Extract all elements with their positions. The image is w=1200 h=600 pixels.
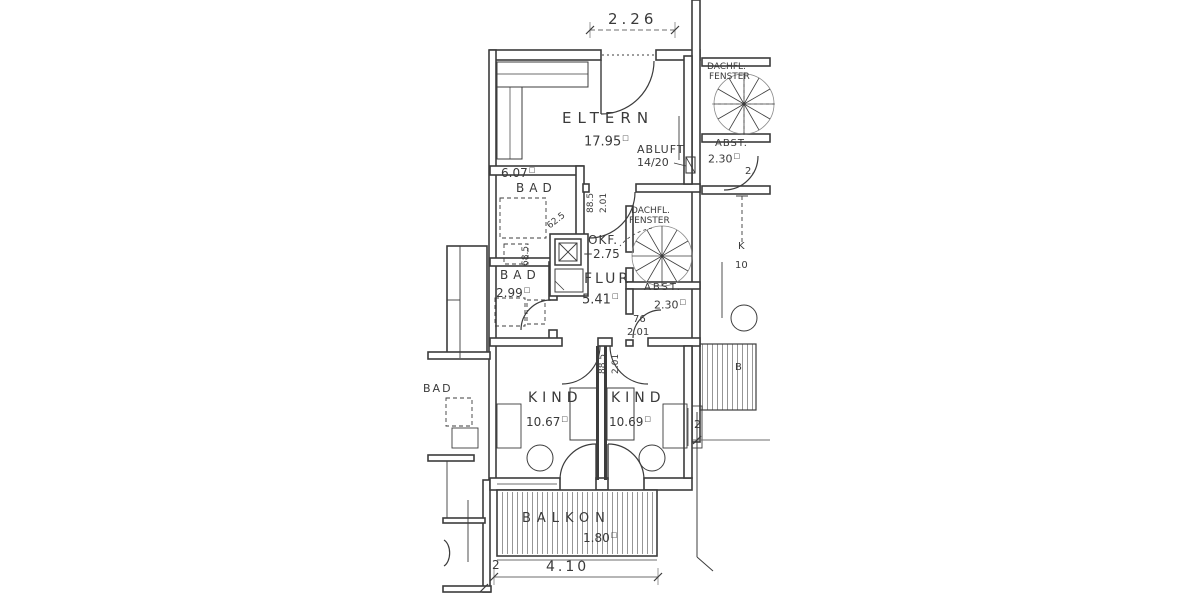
roof-window-label-line1: DACHFL. xyxy=(631,206,670,216)
room-kind-right-area: 10.69□ xyxy=(609,415,651,429)
room-kind-right-name: KIND xyxy=(611,390,666,406)
room-kind-left-name: KIND xyxy=(528,390,583,406)
balcony-hatch xyxy=(499,343,757,554)
abluft-label: ABLUFT xyxy=(637,143,685,156)
okf-level: +2.75 xyxy=(583,247,620,261)
dim-shaft-width: 68.5 xyxy=(521,245,531,266)
room-abst-area: 2.30□ xyxy=(654,298,687,312)
room-balkon-name: BALKON xyxy=(522,511,611,526)
dim-flur-door-width: 88.5 xyxy=(586,192,596,213)
dimension-lines xyxy=(479,22,770,593)
room-balkon-area: 1.80□ xyxy=(583,531,618,545)
neighbor-bottom-offset: 2 xyxy=(694,418,701,431)
room-bad-top-name: BAD xyxy=(516,181,557,195)
dim-kind-door-width: 88.5 xyxy=(598,353,608,374)
room-abst-name: ABST. xyxy=(644,282,682,293)
neighbor-roof-window-line1: DACHFL. xyxy=(707,62,746,72)
dim-abst-door-width: 76 xyxy=(633,314,646,325)
abluft-size: 14/20 xyxy=(637,156,669,169)
neighbor-roof-window-line2: FENSTER xyxy=(709,72,750,82)
dim-flur-door-height: 2.01 xyxy=(599,192,609,213)
room-flur-name: FLUR xyxy=(584,271,632,287)
room-flur-area: 5.41□ xyxy=(582,292,619,308)
construction-lines xyxy=(446,116,748,572)
room-eltern-name: ELTERN xyxy=(562,109,655,127)
neighbor-left-bad-name: BAD xyxy=(423,382,453,395)
dim-balcony-width: 4.10 xyxy=(546,559,590,575)
spiral-stair xyxy=(619,225,693,287)
room-eltern-area: 17.95□ xyxy=(584,134,629,150)
neighbor-balkon-partial: B xyxy=(735,362,742,373)
room-bad-bottom-area: 2.99□ xyxy=(496,286,531,300)
roof-window-fan xyxy=(712,72,776,136)
dim-kind-door-height: 2.01 xyxy=(611,353,621,374)
room-kind-left-area: 10.67□ xyxy=(526,415,568,429)
neighbor-dim-partial: 2. xyxy=(745,166,755,177)
dim-balcony-left-offset: 2 xyxy=(492,558,500,572)
room-bad-bottom-name: BAD xyxy=(500,268,541,282)
roof-window-label-line2: FENSTER xyxy=(629,216,670,226)
okf-label: OKF. xyxy=(588,233,619,247)
neighbor-kind-partial-line2: 10 xyxy=(735,260,748,271)
room-bad-top-area: 6.07□ xyxy=(501,166,536,180)
door-arcs xyxy=(443,54,759,567)
dim-top-width: 2.26 xyxy=(608,10,658,28)
fixtures xyxy=(445,61,758,472)
neighbor-abst-name: ABST. xyxy=(715,138,748,149)
neighbor-kind-partial-line1: K xyxy=(738,241,745,252)
neighbor-abst-area: 2.30□ xyxy=(708,152,741,166)
dim-abst-door-height: 2.01 xyxy=(627,327,650,338)
